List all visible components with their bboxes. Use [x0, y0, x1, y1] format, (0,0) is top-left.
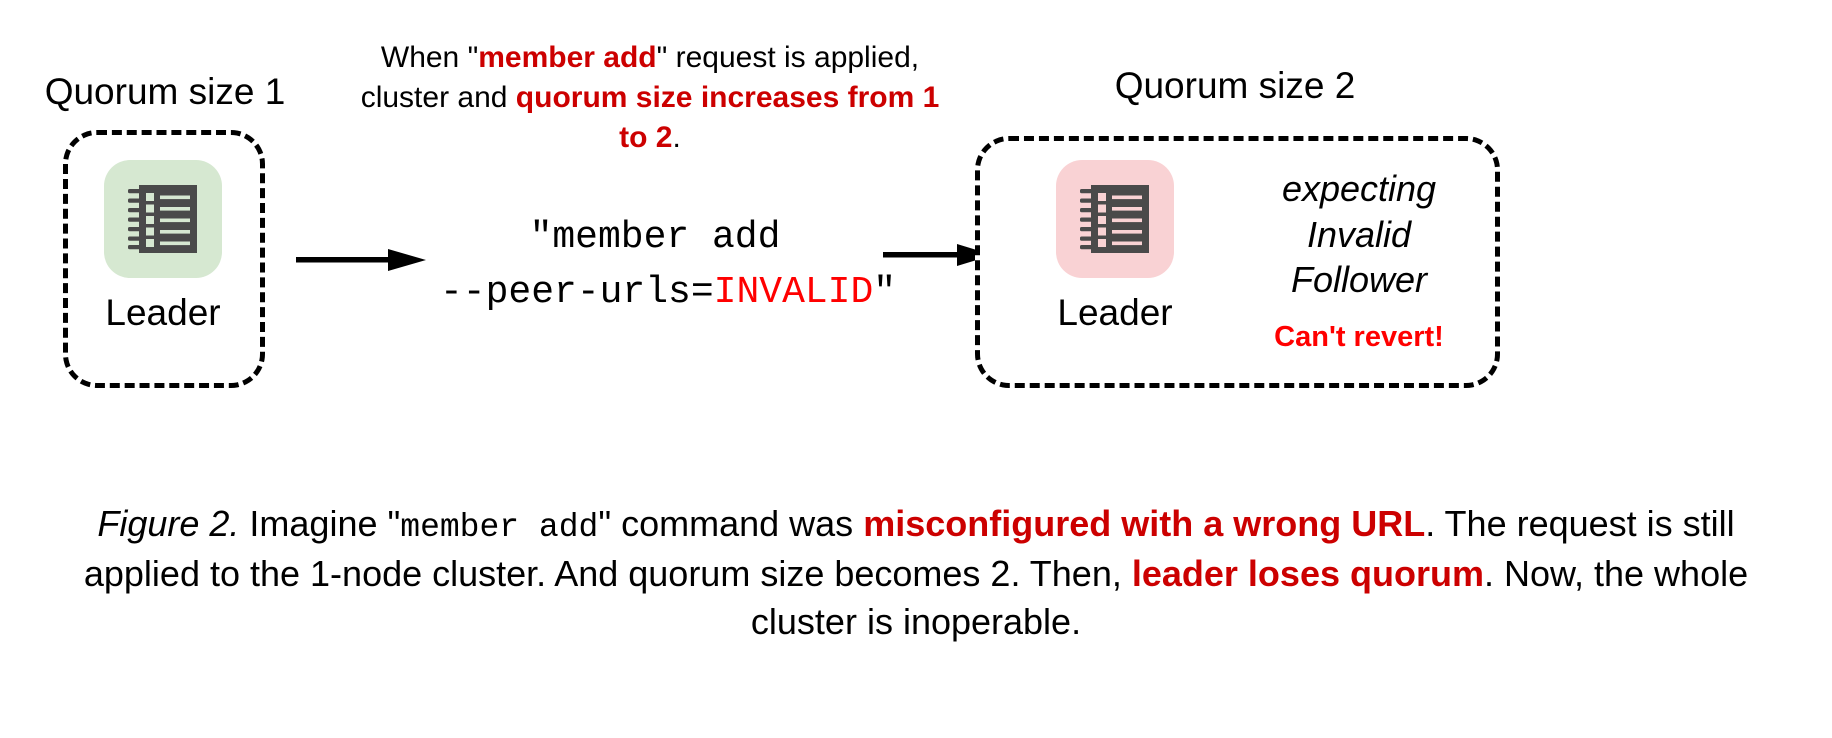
caption-emphasis-misconfigured: misconfigured with a wrong URL	[863, 503, 1426, 544]
annotation-emphasis-quorum: quorum size increases from 1 to 2	[515, 80, 940, 154]
command-text: "member add --peer-urls=INVALID"	[440, 210, 896, 320]
command-invalid-value: INVALID	[713, 271, 874, 315]
right-node-title: Quorum size 2	[1114, 65, 1356, 106]
notebook-icon	[104, 160, 222, 285]
annotation-part3: .	[672, 120, 681, 154]
annotation-emphasis-member-add: member add	[478, 41, 657, 74]
cant-revert-warning: Can't revert!	[1274, 321, 1444, 354]
caption-emphasis-loses-quorum: leader loses quorum	[1131, 552, 1484, 594]
figure-caption: Figure 2. Imagine "member add" command w…	[46, 500, 1786, 646]
command-flag-prefix: --peer-urls=	[440, 271, 714, 315]
right-node-label: Leader	[1057, 292, 1173, 333]
caption-text-4: . Now, the whole cluster is inoperable.	[750, 552, 1749, 642]
caption-text-2: " command was	[598, 503, 864, 544]
status-line-expecting: expecting	[1281, 168, 1437, 209]
annotation-part1: When "	[380, 41, 479, 74]
status-line-invalid: Invalid	[1306, 213, 1412, 255]
annotation-part2: " request is applied, cluster and	[360, 41, 920, 114]
status-line-follower: Follower	[1290, 259, 1428, 301]
left-node-title: Quorum size 1	[44, 71, 286, 112]
notebook-icon	[1056, 160, 1174, 285]
arrow-right-icon	[296, 245, 426, 275]
command-line-1: "member add	[529, 216, 781, 259]
right-node-content: Leader	[1040, 160, 1190, 333]
caption-text-1: Imagine "	[239, 503, 401, 544]
caption-mono-command: member add	[400, 509, 599, 546]
left-node-label: Leader	[105, 292, 221, 333]
annotation-text: When "member add" request is applied, cl…	[350, 38, 950, 158]
caption-figure-label: Figure 2.	[97, 503, 240, 544]
caption-text-3: . The request is still applied to the 1-…	[83, 503, 1735, 594]
command-line-2: --peer-urls=INVALID"	[440, 265, 896, 320]
command-closing-quote: "	[873, 271, 897, 315]
right-node-status: expecting Invalid Follower Can't revert!	[1230, 166, 1488, 354]
left-node-content: Leader	[88, 160, 238, 333]
